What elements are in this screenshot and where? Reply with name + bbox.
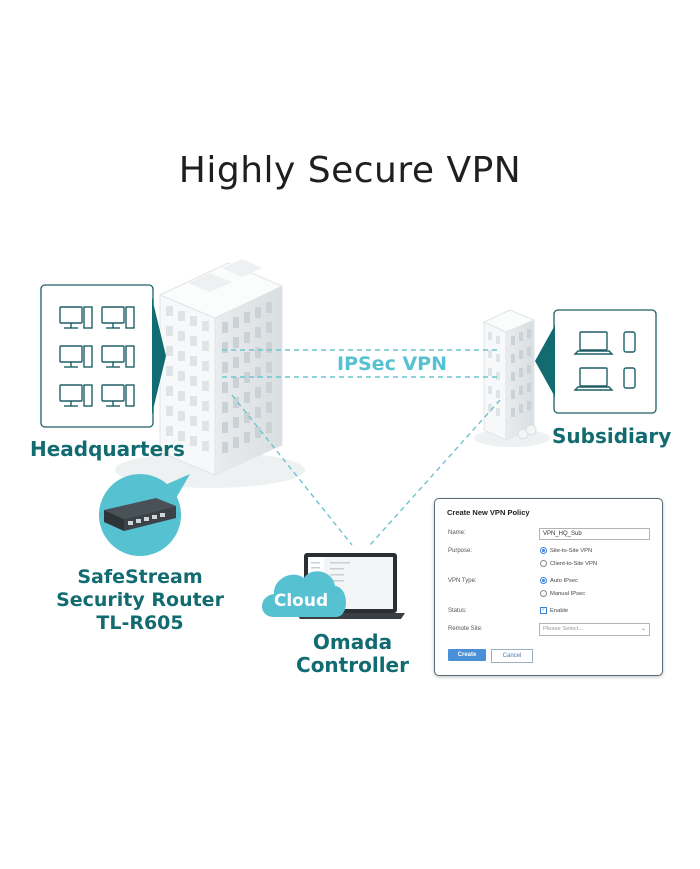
- radio-icon[interactable]: [540, 560, 547, 567]
- remote-site-placeholder: Please Select...: [543, 626, 584, 632]
- router-label: SafeStream Security Router TL-R605: [40, 566, 240, 635]
- status-enable-checkbox[interactable]: ✓ Enable: [540, 607, 568, 614]
- hq-building-icon: [158, 259, 284, 476]
- router-icon: [104, 498, 176, 531]
- remote-site-select[interactable]: Please Select... ⌄: [539, 623, 650, 636]
- status-label: Status:: [448, 608, 467, 614]
- chevron-down-icon: ⌄: [640, 626, 646, 632]
- subsidiary-label: Subsidiary: [552, 424, 672, 448]
- radio-icon[interactable]: [540, 590, 547, 597]
- omada-controller-label: Omada Controller: [290, 631, 415, 677]
- name-label: Name:: [448, 530, 466, 536]
- create-vpn-policy-dialog: Create New VPN Policy Name: VPN_HQ_Sub P…: [434, 498, 663, 676]
- radio-selected-icon[interactable]: [540, 577, 547, 584]
- purpose-label: Purpose:: [448, 548, 473, 554]
- vpn-type-option-manual[interactable]: Manual IPsec: [540, 590, 585, 597]
- laptop-icon: [573, 331, 614, 391]
- create-button[interactable]: Create: [448, 649, 486, 661]
- subsidiary-device-panel: [535, 309, 657, 414]
- vpn-tunnel-lines: [222, 349, 501, 546]
- desktop-icon: [59, 306, 135, 407]
- purpose-option-site-to-site[interactable]: Site-to-Site VPN: [540, 547, 592, 554]
- phone-icon: [623, 331, 636, 389]
- router-bubble: [99, 474, 190, 556]
- status-enable-label: Enable: [550, 607, 569, 614]
- purpose-option-label: Client-to-Site VPN: [550, 560, 598, 567]
- purpose-option-label: Site-to-Site VPN: [550, 547, 593, 554]
- headquarters-label: Headquarters: [30, 437, 185, 461]
- checkbox-checked-icon[interactable]: ✓: [540, 607, 547, 614]
- cancel-button[interactable]: Cancel: [491, 649, 533, 663]
- cloud-icon: [262, 571, 347, 617]
- router-label-line: TL-R605: [96, 612, 184, 634]
- vpn-type-option-label: Auto IPsec: [550, 577, 579, 584]
- page-title: Highly Secure VPN: [178, 150, 522, 191]
- cloud-label: Cloud: [273, 591, 329, 611]
- name-input[interactable]: VPN_HQ_Sub: [539, 528, 650, 540]
- hq-device-panel: [40, 284, 166, 428]
- ipsec-vpn-label: IPSec VPN: [333, 353, 451, 375]
- radio-selected-icon[interactable]: [540, 547, 547, 554]
- vpn-type-option-label: Manual IPsec: [550, 590, 586, 597]
- vpn-type-option-auto[interactable]: Auto IPsec: [540, 577, 578, 584]
- omada-label-line: Omada: [312, 630, 393, 654]
- purpose-option-client-to-site[interactable]: Client-to-Site VPN: [540, 560, 597, 567]
- dialog-title: Create New VPN Policy: [447, 508, 530, 517]
- vpn-type-label: VPN Type:: [448, 578, 477, 584]
- router-label-line: SafeStream: [77, 566, 203, 588]
- omada-label-line: Controller: [296, 653, 409, 677]
- router-label-line: Security Router: [56, 589, 224, 611]
- remote-site-label: Remote Site:: [448, 626, 483, 632]
- subsidiary-building-icon: [474, 309, 550, 447]
